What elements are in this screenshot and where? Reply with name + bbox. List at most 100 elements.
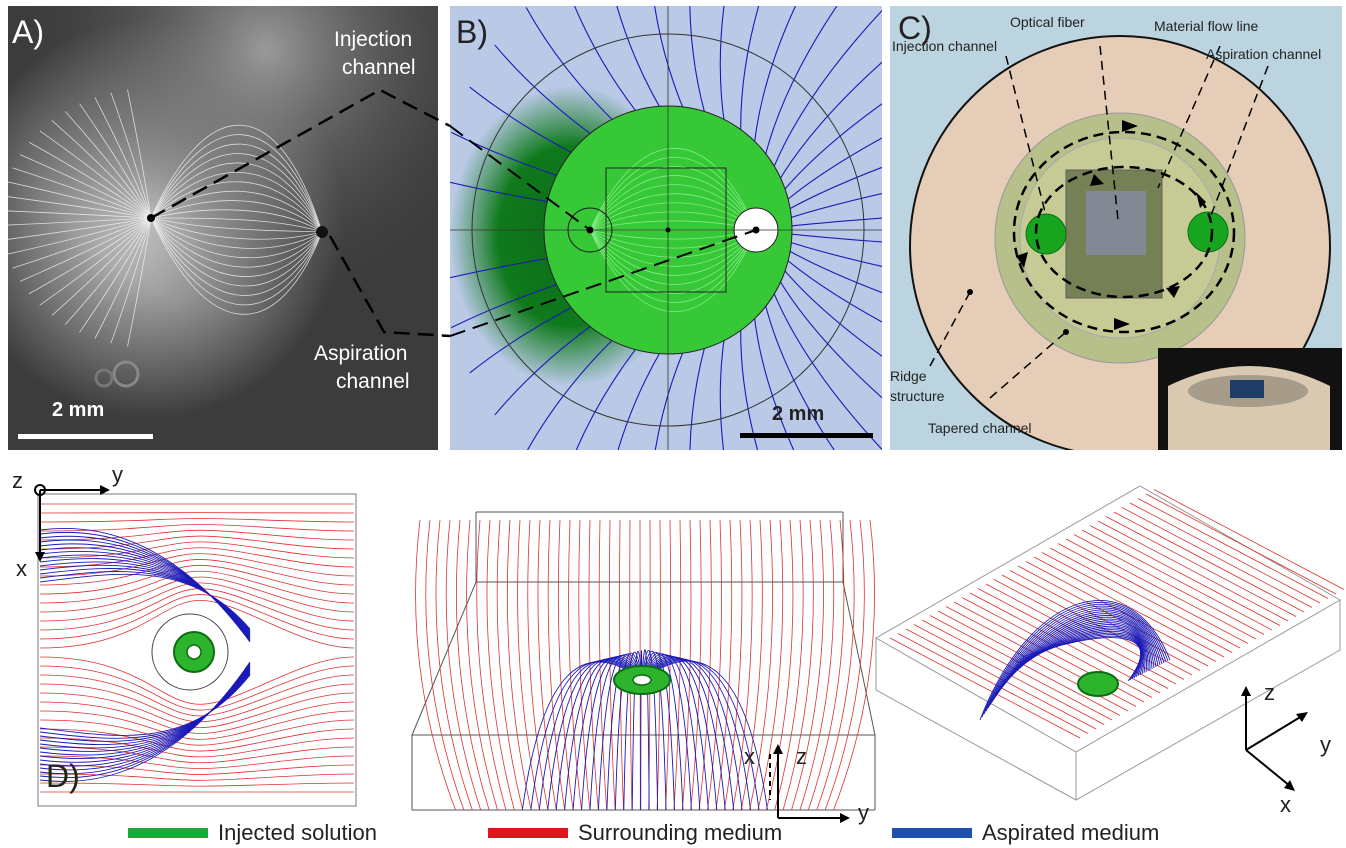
panel-a-image xyxy=(8,6,438,450)
streamline xyxy=(150,181,323,233)
streamline xyxy=(19,154,152,219)
streamline xyxy=(1025,561,1217,662)
streamline xyxy=(28,217,152,295)
streamline xyxy=(641,649,650,811)
streamline xyxy=(824,519,865,811)
streamline xyxy=(807,519,845,811)
streamline xyxy=(589,229,757,294)
legend-surrounding-medium: Surrounding medium xyxy=(488,820,782,846)
streamline xyxy=(641,654,701,811)
streamline xyxy=(547,659,643,811)
streamline xyxy=(774,519,804,811)
streamline xyxy=(589,229,757,303)
streamline xyxy=(39,573,251,630)
streamline xyxy=(39,518,355,523)
panel-b-image xyxy=(450,6,882,450)
streamline xyxy=(39,728,355,752)
panel-d-iso-view: z y x xyxy=(870,480,1346,820)
streamline xyxy=(589,229,757,267)
panel-b-scale-label: 2 mm xyxy=(772,403,825,425)
panel-a-scale-label: 2 mm xyxy=(52,399,105,421)
legend-swatch-red xyxy=(488,828,568,838)
streamline xyxy=(816,519,855,811)
legend-injected-solution: Injected solution xyxy=(128,820,377,846)
streamline xyxy=(530,660,643,811)
d-front-axis-z: z xyxy=(796,744,807,769)
label-ridge-2: structure xyxy=(890,388,945,404)
legend-swatch-blue xyxy=(892,828,972,838)
streamline xyxy=(39,559,355,586)
streamline xyxy=(578,519,591,811)
streamline xyxy=(39,656,355,705)
aspiration-channel-disk xyxy=(1187,211,1229,253)
streamline xyxy=(989,609,1161,706)
streamline xyxy=(690,519,702,811)
streamline xyxy=(1129,502,1321,604)
streamline xyxy=(589,157,757,231)
aspiration-channel-label-1: Aspiration xyxy=(314,342,408,365)
streamline xyxy=(415,519,456,811)
streamline xyxy=(981,601,1169,718)
panel-d-top-image xyxy=(34,484,357,807)
streamline xyxy=(39,701,355,734)
panel-b: B) 2 mm xyxy=(450,6,882,450)
streamline xyxy=(993,613,1157,700)
panel-d-front-view: x z y xyxy=(400,500,890,830)
streamline xyxy=(150,217,323,268)
streamline xyxy=(12,217,152,269)
streamline xyxy=(1089,525,1281,626)
panel-d-top-view: z y x D) xyxy=(0,460,370,820)
streamline xyxy=(1057,543,1249,644)
streamline xyxy=(64,111,152,219)
streamline xyxy=(39,764,355,775)
streamline xyxy=(641,660,768,811)
streamline xyxy=(985,605,1165,712)
streamline xyxy=(150,209,323,233)
streamline xyxy=(732,519,753,811)
streamline xyxy=(765,519,794,811)
streamline xyxy=(557,519,574,811)
streamline xyxy=(641,656,726,811)
streamline xyxy=(39,674,355,717)
streamline xyxy=(150,217,323,315)
streamline xyxy=(641,660,760,811)
streamline xyxy=(1049,547,1241,649)
streamline xyxy=(641,652,684,811)
streamline xyxy=(150,217,323,277)
d-top-axis-y: y xyxy=(112,462,123,487)
streamline xyxy=(589,229,757,285)
streamline xyxy=(589,193,757,231)
streamline xyxy=(1065,538,1257,640)
streamline xyxy=(39,674,251,736)
streamline xyxy=(150,217,323,240)
streamline xyxy=(537,519,557,811)
streamline xyxy=(110,92,152,219)
streamline xyxy=(589,229,757,313)
streamline xyxy=(623,651,643,811)
streamline xyxy=(991,611,1159,703)
streamline xyxy=(547,519,566,811)
streamline xyxy=(39,594,355,640)
d-front-axis-x: x xyxy=(744,744,755,769)
streamline xyxy=(51,120,152,219)
streamline xyxy=(641,659,751,811)
label-ridge-1: Ridge xyxy=(890,368,927,384)
streamline xyxy=(1145,493,1337,595)
streamline xyxy=(740,519,763,811)
streamline xyxy=(555,658,643,811)
streamline xyxy=(665,519,671,811)
panel-b-dash-aspiration xyxy=(450,229,757,337)
injection-channel-label-2: channel xyxy=(342,56,416,79)
streamline xyxy=(889,637,1081,739)
streamline xyxy=(568,519,582,811)
streamline xyxy=(150,134,323,233)
d-front-axis-y: y xyxy=(858,800,869,825)
streamline xyxy=(589,184,757,231)
streamline xyxy=(589,166,757,231)
streamline xyxy=(1073,534,1265,635)
streamline xyxy=(757,519,784,811)
streamline xyxy=(987,607,1163,709)
streamline xyxy=(39,570,355,604)
label-optical-fiber: Optical fiber xyxy=(1010,14,1085,30)
streamline xyxy=(486,519,515,811)
